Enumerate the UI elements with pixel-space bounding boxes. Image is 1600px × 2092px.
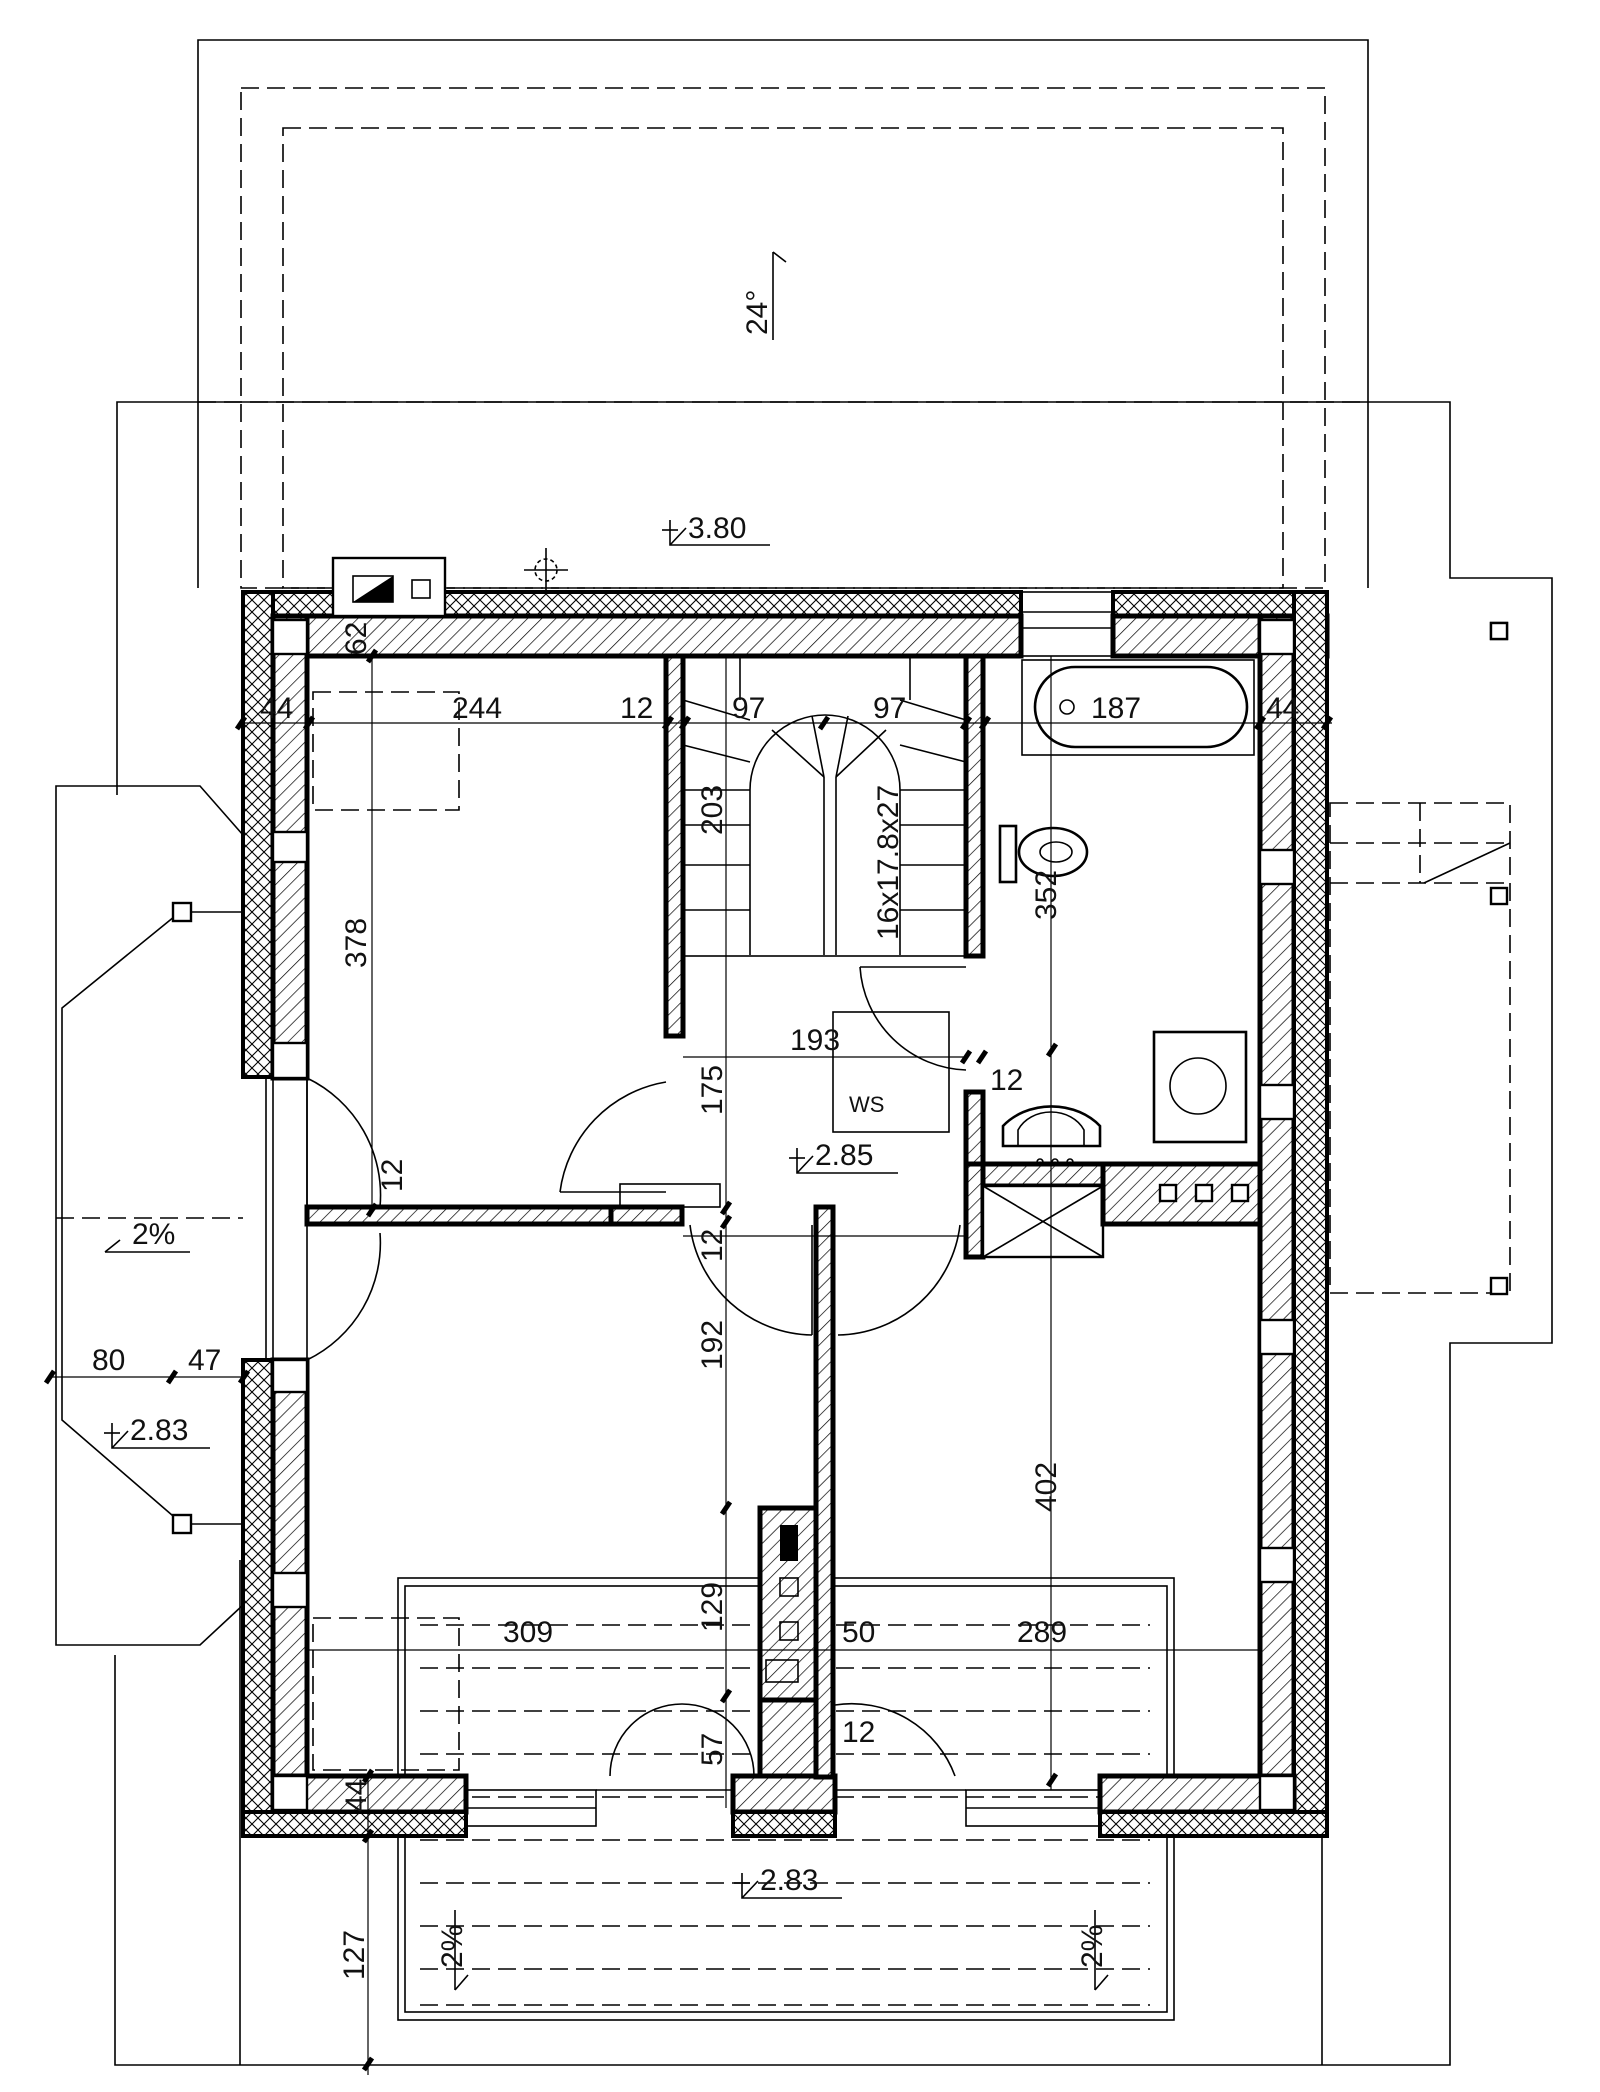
dimension-labels: 62 44 244 12 97 97 187 44 203 378 16x17.… [92,622,1299,1980]
dim-door-niche: 57 [696,1733,729,1766]
hall-level-label: 2.85 [815,1139,873,1172]
washing-machine-icon [1152,1030,1248,1144]
roof-pitch-label: 24° [741,290,774,335]
dim-bottom-wall: 44 [340,1779,373,1812]
interior-walls [304,653,1263,1780]
dim-top-wall: 62 [340,622,373,655]
dim-hall-width: 193 [790,1024,840,1057]
dim-chimney-depth: 129 [696,1582,729,1632]
balcony-slope-right-label: 2% [1076,1925,1109,1968]
bathroom-fixtures: WS [832,659,1255,1166]
dim-partition-left: 12 [376,1159,409,1192]
wc-fixture: WS [832,1011,950,1133]
roof-pitch-marker: 24° [741,251,787,340]
axis-marker-icon [524,548,568,592]
right-canopy [1329,621,1511,1296]
balcony-level-label: 2.83 [760,1864,818,1897]
dim-bedroom-top-depth: 378 [340,918,373,968]
dim-bedroom-right-depth: 402 [1030,1462,1063,1512]
bay-window [55,785,244,1646]
staircase [682,655,967,957]
dim-bath-depth: 352 [1030,870,1063,920]
dim-partition-right: 12 [990,1064,1023,1097]
canopy-post-markers [1489,621,1509,641]
roof-level-label: 3.80 [688,512,746,545]
dim-right-wall-top: 44 [1266,692,1299,725]
wc-label: WS [849,1092,884,1117]
furniture [312,691,460,1771]
dim-partition-bottom: 12 [842,1716,875,1749]
dim-stair-wall: 12 [620,692,653,725]
dim-balcony-depth: 127 [338,1930,371,1980]
dim-chimney-width: 50 [842,1616,875,1649]
dim-left-wall-top: 44 [260,692,293,725]
doors [306,966,967,1777]
dim-stair-half-right: 97 [873,692,906,725]
slope-markers: 2% 2% 2% [104,1218,1109,1991]
dim-bedroom-right-width: 289 [1017,1616,1067,1649]
dim-bay-jamb: 47 [188,1344,221,1377]
bay-slope-label: 2% [132,1218,175,1251]
roof-level-marker: 3.80 [662,512,770,546]
roof-outline [114,39,1553,2066]
dim-stair-spec: 16x17.8x27 [872,785,905,940]
balcony-slope-left-label: 2% [436,1925,469,1968]
dim-stair-length: 203 [696,785,729,835]
dimension-lines [43,648,1334,2075]
dim-bedroom-left-width: 309 [503,1616,553,1649]
dim-bedroom-top-width: 244 [452,692,502,725]
dim-bay-width: 80 [92,1344,125,1377]
bay-level-label: 2.83 [130,1414,188,1447]
dim-corridor-depth: 192 [696,1320,729,1370]
dim-hall-depth: 175 [696,1065,729,1115]
window-jambs [271,618,1296,1812]
dim-stair-half-left: 97 [732,692,765,725]
toilet-icon [998,824,1089,884]
dim-partition-mid: 12 [696,1229,729,1262]
dim-bath-width: 187 [1091,692,1141,725]
level-markers: 2.85 2.83 2.83 [104,1139,898,1899]
